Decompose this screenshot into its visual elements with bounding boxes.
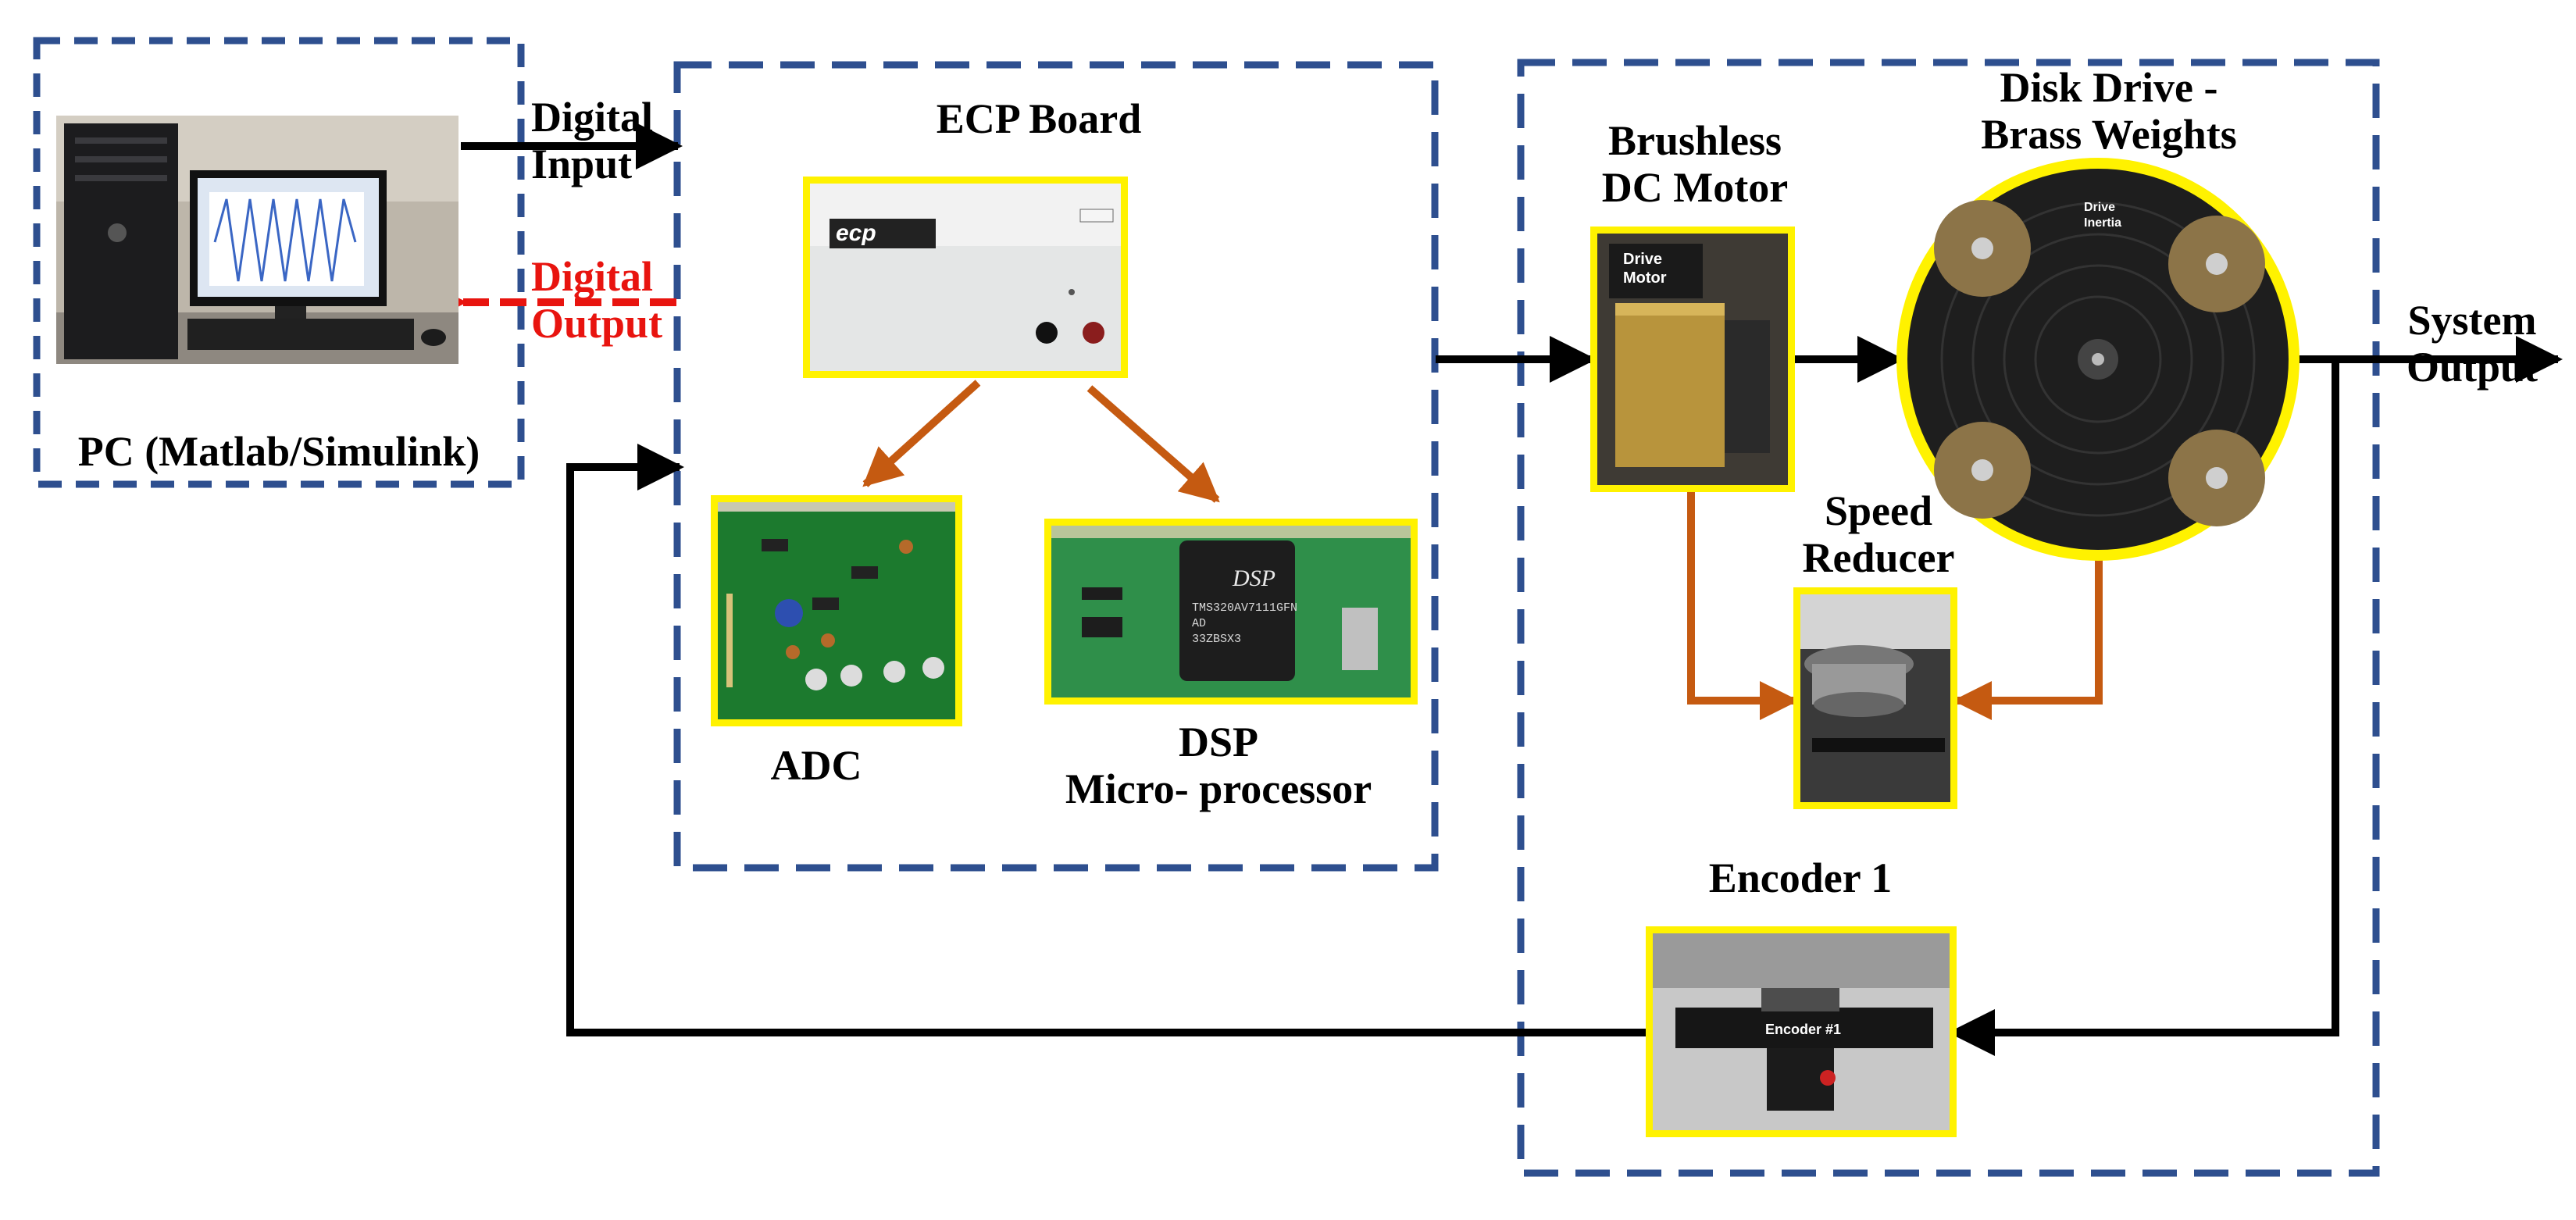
motor-label: Brushless DC Motor <box>1558 117 1832 211</box>
disk-label: Disk Drive - Brass Weights <box>1933 64 2285 158</box>
system-output-line2: Output <box>2406 344 2539 391</box>
motor-tag-line2: Motor <box>1623 269 1667 287</box>
digital-output-line2: Output <box>531 300 663 347</box>
motor-label-line2: DC Motor <box>1601 164 1789 211</box>
ecp-board-group-box <box>673 61 1439 872</box>
digital-output-line1: Digital <box>531 253 653 300</box>
ecp-enclosure-photo: ecp <box>803 177 1128 378</box>
plant-group-box <box>1517 59 2380 1177</box>
pc-workstation-photo <box>56 116 458 364</box>
dsp-label: DSP Micro- processor <box>1023 719 1414 812</box>
digital-input-line1: Digital <box>531 94 653 141</box>
ecp-to-dsp-link <box>1086 385 1220 503</box>
motor-photo: Drive Motor <box>1590 227 1795 492</box>
system-output-label: System Output <box>2374 297 2570 391</box>
digital-input-label: Digital Input <box>531 94 653 187</box>
pc-caption: PC (Matlab/Simulink) <box>77 428 480 475</box>
dsp-label-line2: Micro- processor <box>1065 765 1372 812</box>
encoder-tag: Encoder #1 <box>1765 1022 1841 1037</box>
dsp-chip-part-number: TMS320AV7111GFN <box>1192 601 1297 615</box>
feedback-to-encoder-arrow <box>1948 359 2339 1056</box>
speed-reducer-line1: Speed <box>1824 487 1933 534</box>
ecp-board-title: ECP Board <box>936 95 1142 142</box>
digital-output-label: Digital Output <box>531 253 662 347</box>
speed-reducer-label: Speed Reducer <box>1761 487 1996 581</box>
dsp-chip-logo-text: DSP <box>1232 565 1276 591</box>
encoder-feedback-to-ecp-arrow <box>566 444 1650 1036</box>
encoder-label: Encoder 1 <box>1708 854 1893 901</box>
disk-tag-line2: Inertia <box>2084 216 2121 230</box>
adc-board-photo <box>711 495 962 726</box>
disk-drive-photo: Drive Inertia <box>1896 158 2299 561</box>
digital-input-line2: Input <box>531 141 633 187</box>
dsp-label-line1: DSP <box>1178 719 1258 765</box>
system-output-line1: System <box>2407 297 2537 344</box>
motor-label-line1: Brushless <box>1607 117 1782 164</box>
motor-tag-line1: Drive <box>1623 251 1662 268</box>
disk-to-reducer-link <box>1953 556 2103 720</box>
adc-label: ADC <box>770 742 862 789</box>
dsp-chip-line-ad: AD <box>1192 617 1206 630</box>
ecp-brand-logo: ecp <box>836 220 876 246</box>
pc-group-box <box>33 37 525 488</box>
motor-to-reducer-link <box>1687 490 1799 720</box>
dsp-board-photo: DSP TMS320AV7111GFN AD 33ZBSX3 <box>1044 519 1418 705</box>
disk-label-line2: Brass Weights <box>1981 111 2237 158</box>
disk-label-line1: Disk Drive - <box>2000 64 2218 111</box>
disk-tag-line1: Drive <box>2084 201 2115 214</box>
dsp-chip-lot-code: 33ZBSX3 <box>1192 633 1241 646</box>
ecp-to-adc-link <box>862 380 981 487</box>
speed-reducer-line2: Reducer <box>1802 534 1955 581</box>
speed-reducer-photo <box>1793 587 1957 809</box>
encoder-photo: Encoder #1 <box>1646 926 1957 1137</box>
